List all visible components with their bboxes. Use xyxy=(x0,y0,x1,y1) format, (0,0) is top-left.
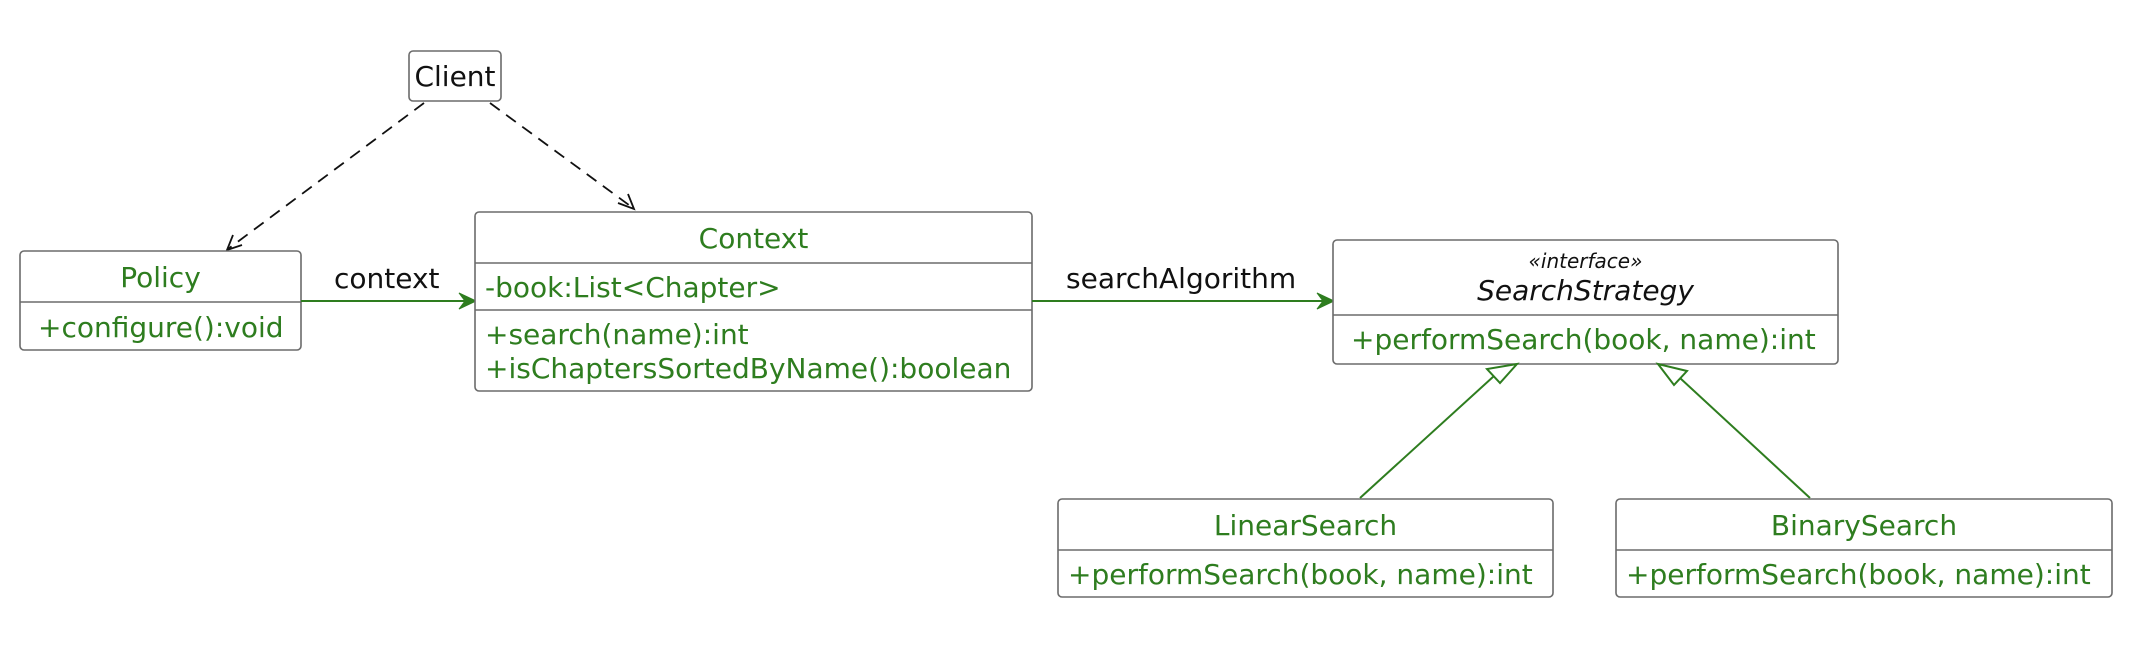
class-linear-search[interactable]: LinearSearch +performSearch(book, name):… xyxy=(1057,498,1554,598)
search-strategy-box xyxy=(1332,239,1839,365)
class-context[interactable]: Context -book:List<Chapter> +search(name… xyxy=(474,211,1033,392)
linear-search-box xyxy=(1057,498,1554,598)
interface-search-strategy[interactable]: «interface» SearchStrategy +performSearc… xyxy=(1332,239,1839,365)
association-arrowhead xyxy=(458,292,478,310)
search-strategy-method: +performSearch(book, name):int xyxy=(1351,323,1816,356)
binary-search-method: +performSearch(book, name):int xyxy=(1626,558,2091,591)
generalization-arrowhead xyxy=(1655,362,1689,387)
context-method: +isChaptersSortedByName():boolean xyxy=(485,352,1011,385)
context-method: +search(name):int xyxy=(485,318,749,351)
policy-title: Policy xyxy=(120,261,201,294)
dependency-arrowhead xyxy=(617,193,636,211)
linear-search-title: LinearSearch xyxy=(1214,509,1397,542)
client-box xyxy=(408,50,502,102)
dependency-client-policy xyxy=(225,102,425,252)
association-label-search-algorithm: searchAlgorithm xyxy=(1066,262,1296,295)
dependency-line xyxy=(489,102,634,209)
search-strategy-stereotype: «interface» xyxy=(1529,249,1643,273)
generalization-binary-search xyxy=(1655,362,1811,499)
generalization-linear-search xyxy=(1359,362,1520,499)
association-policy-context: context xyxy=(301,262,478,310)
generalization-arrowhead xyxy=(1485,362,1520,385)
linear-search-method: +performSearch(book, name):int xyxy=(1068,558,1533,591)
context-title: Context xyxy=(699,222,809,255)
binary-search-box xyxy=(1615,498,2113,598)
dependency-line xyxy=(227,102,425,250)
generalization-line xyxy=(1679,377,1811,499)
association-label-context: context xyxy=(334,262,440,295)
context-attribute: -book:List<Chapter> xyxy=(485,271,781,304)
generalization-line xyxy=(1359,375,1495,499)
client-title: Client xyxy=(414,60,495,93)
dependency-arrowhead xyxy=(225,234,243,252)
association-arrowhead xyxy=(1316,292,1336,310)
policy-method: +configure():void xyxy=(38,311,284,344)
dependency-client-context xyxy=(489,102,636,211)
class-client[interactable]: Client xyxy=(408,50,502,102)
search-strategy-title: SearchStrategy xyxy=(1477,274,1694,307)
class-policy[interactable]: Policy +configure():void xyxy=(19,250,302,351)
class-binary-search[interactable]: BinarySearch +performSearch(book, name):… xyxy=(1615,498,2113,598)
association-context-strategy: searchAlgorithm xyxy=(1032,262,1336,310)
binary-search-title: BinarySearch xyxy=(1771,509,1957,542)
